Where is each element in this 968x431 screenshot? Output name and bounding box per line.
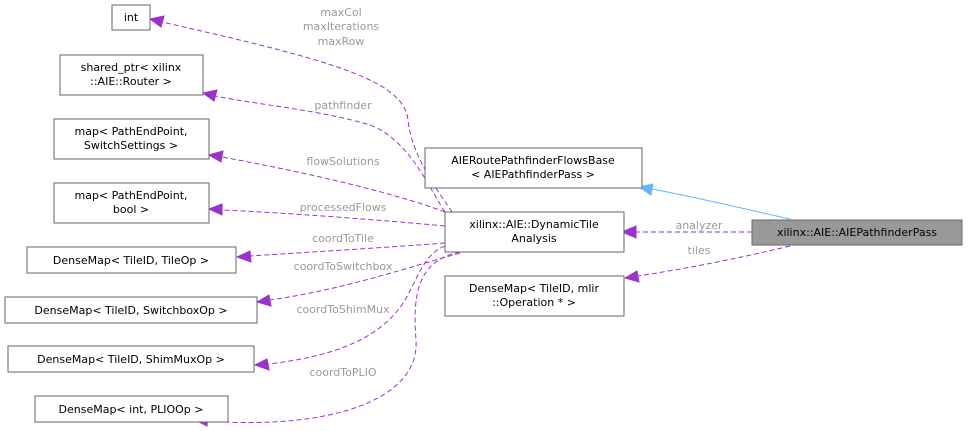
svg-text:SwitchSettings >: SwitchSettings > — [84, 139, 178, 152]
svg-text:xilinx::AIE::AIEPathfinderPass: xilinx::AIE::AIEPathfinderPass — [777, 226, 937, 239]
edge-coordToTile — [235, 242, 446, 263]
svg-text:DenseMap< TileID, ShimMuxOp >: DenseMap< TileID, ShimMuxOp > — [37, 353, 225, 366]
node-dynamictileanalysis[interactable]: xilinx::AIE::DynamicTile Analysis — [444, 211, 625, 253]
edge-processedFlows — [207, 203, 446, 227]
edge-label-coordToSwitchbox: coordToSwitchbox — [294, 260, 393, 273]
edge-label-maxIterations: maxIterations — [303, 20, 380, 33]
edge-label-coordToPLIO: coordToPLIO — [309, 366, 376, 379]
node-densemap-mlir-operation[interactable]: DenseMap< TileID, mlir ::Operation * > — [444, 275, 625, 317]
svg-text:::Operation * >: ::Operation * > — [492, 296, 576, 309]
node-densemap-plioop[interactable]: DenseMap< int, PLIOOp > — [34, 395, 229, 423]
edge-coordToPLIO — [193, 251, 461, 427]
svg-text:DenseMap< TileID, mlir: DenseMap< TileID, mlir — [469, 282, 599, 295]
edge-label-coordToTile: coordToTile — [312, 232, 374, 245]
edge-coordToShimMux — [253, 245, 446, 371]
node-map-switchsettings[interactable]: map< PathEndPoint, SwitchSettings > — [53, 118, 210, 160]
node-densemap-tileop[interactable]: DenseMap< TileID, TileOp > — [26, 246, 237, 274]
svg-text:map< PathEndPoint,: map< PathEndPoint, — [74, 189, 187, 202]
edge-label-maxCol: maxCol — [320, 6, 361, 19]
svg-text:AIERoutePathfinderFlowsBase: AIERoutePathfinderFlowsBase — [451, 154, 615, 167]
node-aieroutepathfinderflowsbase[interactable]: AIERoutePathfinderFlowsBase < AIEPathfin… — [424, 147, 643, 189]
svg-text:Analysis: Analysis — [511, 232, 557, 245]
node-aiepathfinderpass[interactable]: xilinx::AIE::AIEPathfinderPass — [751, 219, 963, 246]
svg-text:bool >: bool > — [113, 203, 149, 216]
edge-inheritance — [637, 183, 791, 220]
edge-label-processedFlows: processedFlows — [300, 201, 387, 214]
svg-text:DenseMap< int, PLIOOp >: DenseMap< int, PLIOOp > — [59, 403, 204, 416]
edge-label-pathfinder: pathfinder — [314, 99, 372, 112]
svg-text:DenseMap< TileID, SwitchboxOp: DenseMap< TileID, SwitchboxOp > — [34, 304, 227, 317]
svg-text:shared_ptr< xilinx: shared_ptr< xilinx — [81, 61, 182, 74]
svg-text:map< PathEndPoint,: map< PathEndPoint, — [74, 125, 187, 138]
edge-label-analyzer: analyzer — [675, 219, 723, 232]
edge-label-coordToShimMux: coordToShimMux — [296, 303, 390, 316]
edge-tiles — [623, 245, 791, 283]
svg-text:< AIEPathfinderPass >: < AIEPathfinderPass > — [471, 168, 595, 181]
edge-label-flowSolutions: flowSolutions — [306, 155, 379, 168]
node-int[interactable]: int — [111, 4, 151, 31]
svg-text:int: int — [124, 11, 139, 24]
edge-analyzer — [620, 225, 753, 239]
svg-text:::AIE::Router >: ::AIE::Router > — [90, 75, 172, 88]
edge-coordToSwitchbox — [255, 252, 461, 307]
edge-label-maxRow: maxRow — [318, 35, 365, 48]
node-shared-ptr-router[interactable]: shared_ptr< xilinx ::AIE::Router > — [59, 54, 204, 96]
svg-text:DenseMap< TileID, TileOp >: DenseMap< TileID, TileOp > — [53, 254, 209, 267]
node-densemap-shimmuxop[interactable]: DenseMap< TileID, ShimMuxOp > — [7, 345, 255, 373]
edge-flowSolutions — [207, 150, 446, 213]
svg-text:xilinx::AIE::DynamicTile: xilinx::AIE::DynamicTile — [469, 218, 599, 231]
edge-label-tiles: tiles — [688, 244, 711, 257]
node-map-bool[interactable]: map< PathEndPoint, bool > — [53, 182, 210, 224]
node-densemap-switchboxop[interactable]: DenseMap< TileID, SwitchboxOp > — [4, 296, 258, 324]
